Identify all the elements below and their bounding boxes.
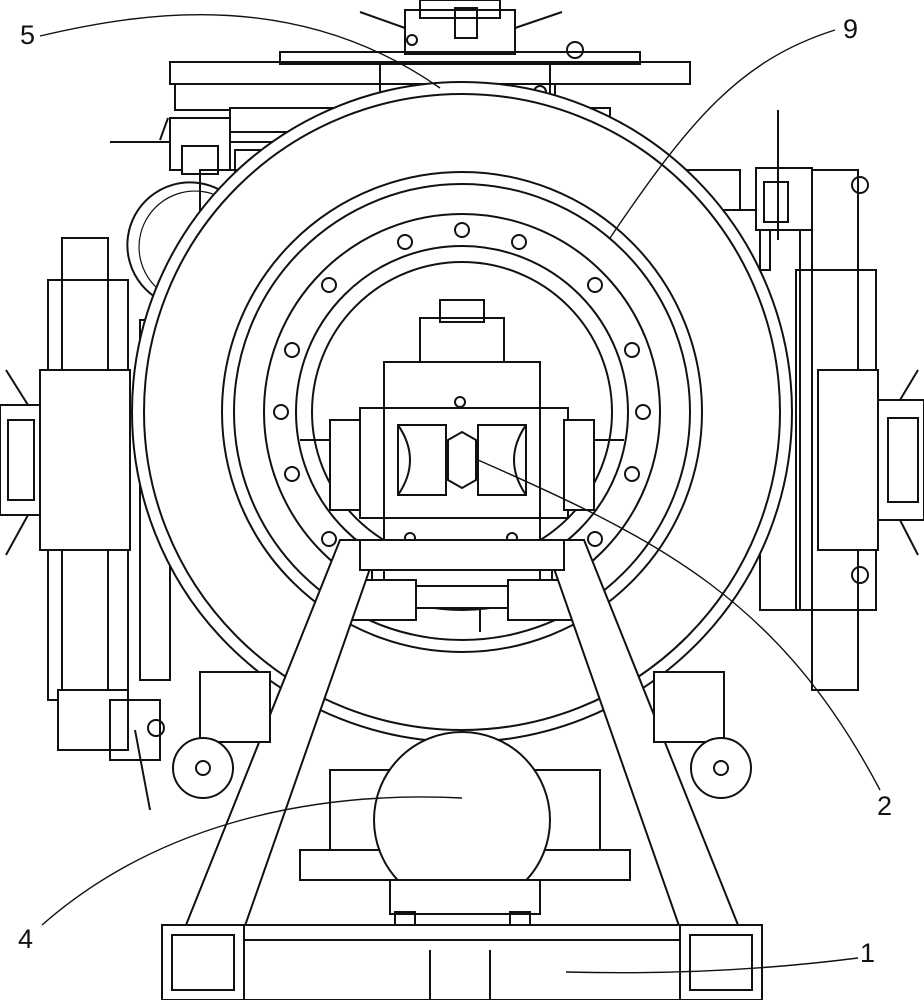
drive-motor (299, 731, 631, 941)
label-4: 4 (18, 924, 33, 954)
leader-9 (609, 29, 836, 239)
leader-4 (41, 796, 463, 926)
callout-labels: 5 9 2 4 1 (18, 14, 892, 968)
leader-1 (565, 957, 859, 974)
label-5: 5 (20, 20, 35, 50)
base-frame (161, 924, 763, 1000)
leader-5 (39, 13, 441, 89)
label-1: 1 (860, 938, 875, 968)
flange-bolts (273, 222, 651, 547)
leader-lines (39, 13, 881, 974)
right-clamp-assembly (755, 110, 924, 691)
leader-2 (477, 459, 881, 791)
label-9: 9 (843, 14, 858, 44)
label-2: 2 (877, 791, 892, 821)
left-clamp-assembly (0, 237, 165, 811)
